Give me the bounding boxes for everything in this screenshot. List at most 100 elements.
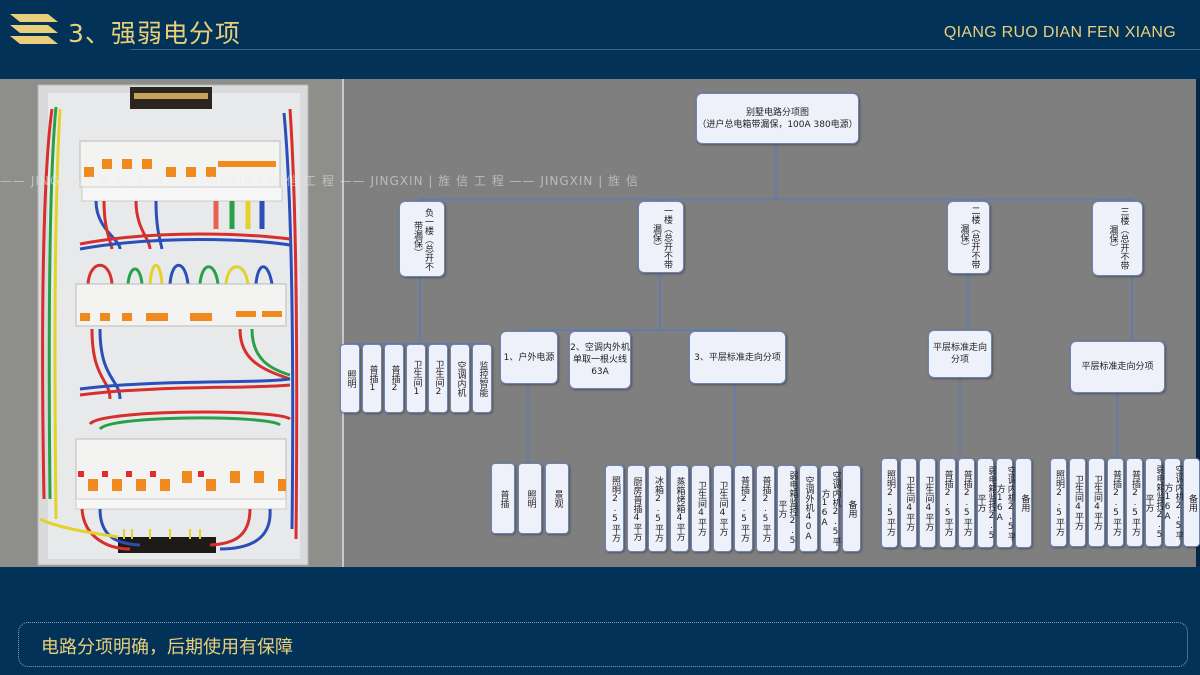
- header: 3、强弱电分项 QIANG RUO DIAN FEN XIANG: [0, 0, 1200, 78]
- circuit-leaf[interactable]: 弱电箱监控2.5平方: [975, 458, 997, 548]
- circuit-leaf[interactable]: 普插2.5平方: [957, 458, 975, 548]
- floor-label: 二楼（总开不带漏保）: [958, 206, 980, 269]
- circuit-leaf[interactable]: 卫生间2: [428, 344, 448, 413]
- circuit-label: 弱电箱监控2.5平方: [776, 471, 798, 546]
- footer-text: 电路分项明确，后期使用有保障: [41, 637, 293, 658]
- circuit-label: 普插1: [367, 364, 378, 393]
- circuit-leaf[interactable]: 照明: [340, 344, 360, 413]
- circuit-label: 监控智能: [477, 360, 488, 397]
- circuit-leaf[interactable]: 空调内机: [450, 344, 470, 413]
- circuit-label: 普插2.5平方: [760, 475, 771, 542]
- circuit-label: 备用: [1187, 493, 1197, 512]
- circuit-label: 弱电箱监控2.5平方: [1143, 465, 1165, 540]
- circuit-label: 普插2.5平方: [942, 470, 953, 536]
- circuit-label: 普插2.5平方: [739, 475, 749, 542]
- floor-node-basement[interactable]: 负一楼（总开不带漏保）: [399, 201, 445, 277]
- circuit-label: 卫生间4平方: [923, 475, 934, 531]
- group-label: 平层标准走向分项: [932, 343, 987, 365]
- circuit-leaf[interactable]: 卫生间4平方: [1088, 458, 1105, 547]
- circuit-leaf[interactable]: 照明2.5平方: [1050, 458, 1067, 547]
- circuit-leaf[interactable]: 普插1: [362, 344, 382, 413]
- root-subtitle: （进户总电箱带漏保，100A 380电源）: [697, 119, 858, 130]
- circuit-leaf[interactable]: 普插2.5平方: [938, 458, 956, 548]
- circuit-leaf[interactable]: 照明2.5平方: [605, 465, 624, 552]
- circuit-label: 卫生间4平方: [904, 475, 915, 531]
- circuit-label: 空调内机2.5平方16A: [994, 465, 1016, 541]
- floor-label: 三楼（总开不带漏保）: [1107, 207, 1129, 270]
- circuit-leaf[interactable]: 普插2.5平方: [1107, 458, 1124, 547]
- circuit-leaf[interactable]: 冰箱2.5平方: [648, 465, 667, 552]
- circuit-leaf[interactable]: 蒸箱烤箱4平方: [669, 465, 689, 552]
- circuit-label: 弱电箱监控2.5平方: [975, 465, 997, 541]
- group-label-line: 2、空调内外机: [570, 343, 630, 353]
- group-label: 1、户外电源: [503, 352, 555, 363]
- circuit-leaf[interactable]: 卫生间4平方: [691, 465, 710, 552]
- floor-node-3f[interactable]: 三楼（总开不带漏保）: [1092, 201, 1143, 276]
- root-title: 别墅电路分项图: [745, 107, 809, 118]
- circuit-leaf[interactable]: 空调内机2.5平方16A: [994, 458, 1016, 548]
- group-floor-standard-3f[interactable]: 平层标准走向分项: [1070, 341, 1165, 393]
- circuit-leaf[interactable]: 普插2.5平方: [755, 465, 775, 552]
- floor-node-2f[interactable]: 二楼（总开不带漏保）: [947, 201, 990, 274]
- group-label: 平层标准走向分项: [1081, 362, 1154, 372]
- circuit-label: 卫生间4平方: [1073, 475, 1083, 530]
- circuit-leaf[interactable]: 景观: [545, 463, 569, 534]
- circuit-leaf[interactable]: 监控智能: [472, 344, 492, 413]
- group-outdoor-power[interactable]: 1、户外电源: [500, 331, 558, 384]
- circuit-leaf[interactable]: 空调内机2.5平方16A: [1162, 458, 1184, 547]
- circuit-label: 普插2: [389, 364, 400, 393]
- circuit-leaf[interactable]: 弱电箱监控2.5平方: [776, 465, 798, 552]
- circuit-label: 照明2.5平方: [610, 475, 620, 542]
- circuit-leaf[interactable]: 普插2.5平方: [1126, 458, 1143, 547]
- circuit-label: 照明: [345, 369, 356, 388]
- distribution-box-photo: [0, 79, 342, 567]
- circuit-leaf[interactable]: 卫生间4平方: [900, 458, 918, 548]
- stacked-layers-icon: [10, 14, 58, 44]
- circuit-label: 空调外机40A: [803, 475, 814, 542]
- circuit-label: 照明2.5平方: [885, 470, 895, 536]
- circuit-label: 景观: [552, 489, 563, 508]
- group-label: 3、平层标准走向分项: [694, 352, 781, 363]
- circuit-leaf[interactable]: 普插2: [384, 344, 404, 413]
- circuit-leaf[interactable]: 卫生间4平方: [1069, 458, 1086, 547]
- circuit-leaf[interactable]: 照明: [518, 463, 542, 534]
- footer-callout: 电路分项明确，后期使用有保障: [18, 622, 1188, 667]
- circuit-label: 空调内机2.5平方16A: [819, 471, 841, 546]
- circuit-leaf[interactable]: 备用: [1015, 458, 1033, 548]
- circuit-leaf[interactable]: 备用: [1183, 458, 1200, 547]
- circuit-leaf[interactable]: 厨房普插4平方: [626, 465, 646, 552]
- group-floor-standard-2f[interactable]: 平层标准走向分项: [928, 330, 992, 378]
- circuit-label: 备用: [846, 499, 857, 518]
- circuit-leaf[interactable]: 卫生间4平方: [712, 465, 732, 552]
- circuit-leaf[interactable]: 弱电箱监控2.5平方: [1143, 458, 1165, 547]
- circuit-label: 卫生间4平方: [1092, 475, 1102, 530]
- circuit-leaf[interactable]: 卫生间4平方: [919, 458, 937, 548]
- circuit-label: 普插2.5平方: [961, 470, 972, 536]
- circuit-label: 卫生间4平方: [717, 481, 728, 536]
- circuit-label: 照明: [525, 489, 536, 508]
- circuit-leaf[interactable]: 照明2.5平方: [881, 458, 898, 548]
- group-floor-standard-1f[interactable]: 3、平层标准走向分项: [689, 331, 786, 384]
- circuit-label: 空调内机2.5平方16A: [1162, 465, 1184, 540]
- circuit-leaf[interactable]: 普插: [491, 463, 515, 534]
- floor-label: 负一楼（总开不带漏保）: [412, 207, 433, 271]
- circuit-leaf[interactable]: 空调内机2.5平方16A: [819, 465, 841, 552]
- circuit-leaf[interactable]: 备用: [841, 465, 861, 552]
- circuit-label: 冰箱2.5平方: [653, 475, 663, 542]
- circuit-label: 蒸箱烤箱4平方: [674, 476, 685, 541]
- circuit-label: 照明2.5平方: [1054, 469, 1064, 536]
- root-node[interactable]: 别墅电路分项图 （进户总电箱带漏保，100A 380电源）: [696, 93, 859, 144]
- group-label-line: 单取一根火线: [572, 355, 627, 365]
- group-ac-units[interactable]: 2、空调内外机 单取一根火线 63A: [569, 331, 631, 389]
- circuit-label: 厨房普插4平方: [631, 476, 642, 541]
- circuit-leaf[interactable]: 普插2.5平方: [734, 465, 753, 552]
- circuit-label: 备用: [1019, 494, 1030, 512]
- circuit-label: 普插2.5平方: [1111, 469, 1121, 536]
- floor-node-1f[interactable]: 一楼（总开不带漏保）: [638, 201, 684, 273]
- circuit-leaf[interactable]: 空调外机40A: [798, 465, 818, 552]
- panel-edge: [1196, 79, 1200, 567]
- page-subtitle: QIANG RUO DIAN FEN XIANG: [943, 24, 1176, 41]
- circuit-leaf[interactable]: 卫生间1: [406, 344, 426, 413]
- floor-label: 一楼（总开不带漏保）: [651, 205, 672, 269]
